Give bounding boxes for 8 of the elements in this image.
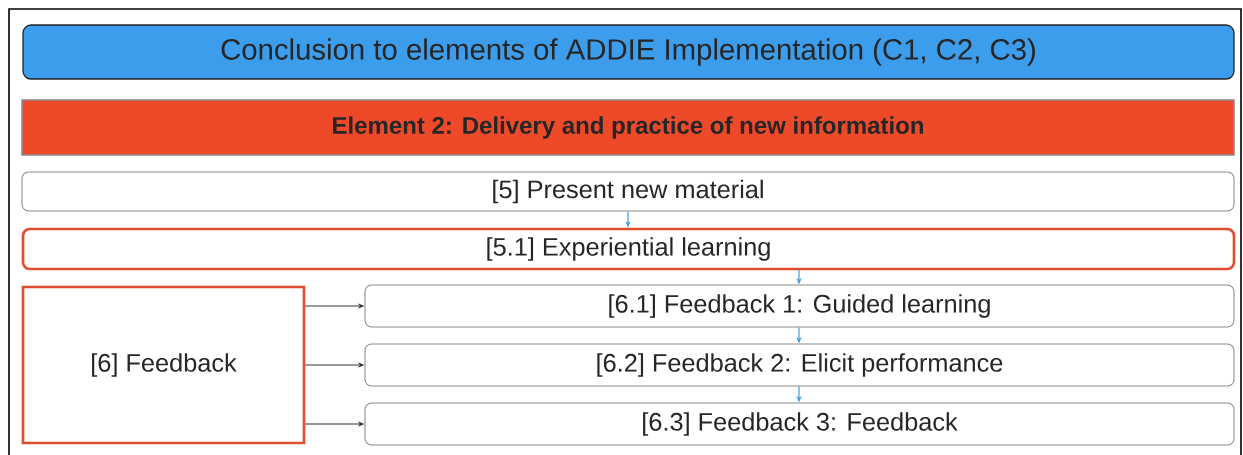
process-box: [6.1] Feedback 1: Guided learning xyxy=(364,284,1235,328)
process-box: [5.1] Experiential learning xyxy=(21,227,1236,271)
process-box: [6] Feedback xyxy=(21,285,306,445)
title-banner: Conclusion to elements of ADDIE Implementation (C1, C2, C3) xyxy=(22,24,1235,80)
section-banner: Element 2: Delivery and practice of new information xyxy=(21,99,1235,156)
process-box: [5] Present new material xyxy=(21,171,1235,212)
process-box: [6.3] Feedback 3: Feedback xyxy=(364,402,1235,446)
process-box: [6.2] Feedback 2: Elicit performance xyxy=(364,343,1235,387)
